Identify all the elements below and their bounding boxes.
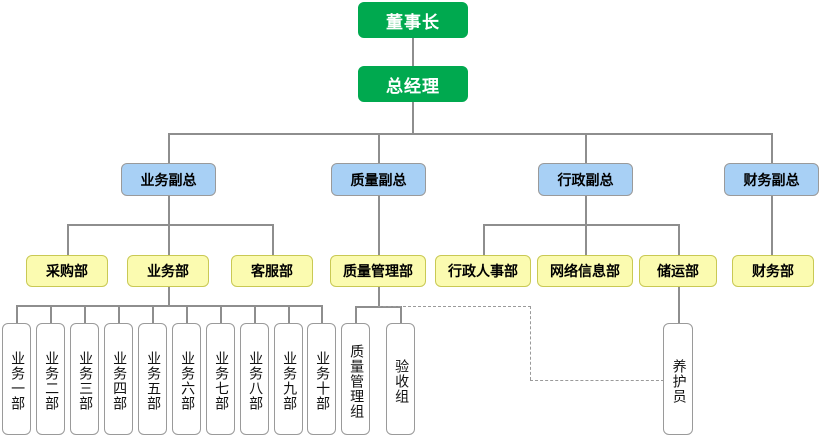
node-dept-quality-management[interactable]: 质量管理部 <box>330 255 426 287</box>
node-vp-quality[interactable]: 质量副总 <box>331 163 426 196</box>
connector-chairman-to-gm <box>412 38 414 66</box>
node-general-manager-label: 总经理 <box>386 76 440 97</box>
connector-gm-stem <box>412 102 414 134</box>
connector-team-drop-3 <box>84 305 86 323</box>
node-team-quality-group[interactable]: 质量管理组 <box>341 323 370 435</box>
node-team-business-7-label: 业务七部 <box>213 351 230 411</box>
connector-team-drop-5 <box>152 305 154 323</box>
connector-dept-quality-stem <box>378 287 380 307</box>
node-team-business-4-label: 业务四部 <box>111 351 128 411</box>
node-team-business-2[interactable]: 业务二部 <box>36 323 65 435</box>
node-team-business-5-label: 业务五部 <box>145 351 162 411</box>
connector-vp-finance-to-dept <box>771 196 773 255</box>
connector-vp-bus <box>168 133 772 135</box>
connector-to-dept-storage-transport <box>678 224 680 255</box>
connector-team-drop-2 <box>50 305 52 323</box>
connector-vp-quality-to-dept <box>378 196 380 255</box>
connector-dept-business-stem <box>168 287 170 306</box>
node-dept-network-info[interactable]: 网络信息部 <box>537 255 633 287</box>
node-dept-storage-transport[interactable]: 储运部 <box>639 255 717 287</box>
connector-team-drop-8 <box>254 305 256 323</box>
node-team-maintainer[interactable]: 养护员 <box>663 323 693 435</box>
connector-to-team-quality-group <box>355 306 357 323</box>
dashed-connector-quality-to-maintainer-bottom <box>530 380 664 381</box>
connector-dept-storage-to-maintainer <box>678 287 680 323</box>
connector-team-drop-9 <box>288 305 290 323</box>
node-dept-quality-management-label: 质量管理部 <box>343 264 413 280</box>
node-team-business-8[interactable]: 业务八部 <box>240 323 269 435</box>
node-team-business-9[interactable]: 业务九部 <box>274 323 303 435</box>
node-dept-network-info-label: 网络信息部 <box>550 264 620 280</box>
node-team-business-3-label: 业务三部 <box>77 351 94 411</box>
node-vp-admin[interactable]: 行政副总 <box>538 163 633 196</box>
node-dept-finance[interactable]: 财务部 <box>732 255 814 287</box>
connector-vp-business-stem <box>168 196 170 225</box>
node-dept-purchasing-label: 采购部 <box>46 264 88 280</box>
connector-vp-admin-stem <box>585 196 587 225</box>
node-team-business-10[interactable]: 业务十部 <box>307 323 336 435</box>
node-dept-admin-hr-label: 行政人事部 <box>448 264 518 280</box>
node-team-maintainer-label: 养护员 <box>670 358 687 404</box>
node-team-inspection-group-label: 验收组 <box>393 358 410 404</box>
node-dept-admin-hr[interactable]: 行政人事部 <box>435 255 531 287</box>
node-team-business-1-label: 业务一部 <box>9 351 26 411</box>
connector-bus-to-vp-business <box>168 133 170 163</box>
connector-admin-dept-bus <box>483 224 678 226</box>
connector-bus-to-vp-quality <box>378 133 380 163</box>
connector-bus-to-vp-finance <box>771 133 773 163</box>
node-vp-finance[interactable]: 财务副总 <box>724 163 819 196</box>
node-dept-purchasing[interactable]: 采购部 <box>26 255 108 287</box>
node-team-business-7[interactable]: 业务七部 <box>206 323 235 435</box>
node-team-business-10-label: 业务十部 <box>314 351 331 411</box>
node-vp-business-label: 业务副总 <box>140 172 197 189</box>
node-vp-quality-label: 质量副总 <box>350 172 407 189</box>
dashed-connector-quality-to-maintainer-vertical <box>530 306 531 380</box>
node-dept-business-label: 业务部 <box>147 264 189 280</box>
connector-team-drop-1 <box>16 305 18 323</box>
node-chairman[interactable]: 董事长 <box>358 2 468 38</box>
connector-team-drop-7 <box>220 305 222 323</box>
node-vp-admin-label: 行政副总 <box>557 172 614 189</box>
node-chairman-label: 董事长 <box>386 12 440 33</box>
node-dept-customer-service-label: 客服部 <box>251 264 293 280</box>
node-team-business-9-label: 业务九部 <box>281 351 298 411</box>
node-team-business-6[interactable]: 业务六部 <box>172 323 201 435</box>
node-team-business-1[interactable]: 业务一部 <box>2 323 31 435</box>
node-dept-business[interactable]: 业务部 <box>127 255 209 287</box>
node-team-business-6-label: 业务六部 <box>179 351 196 411</box>
node-team-business-8-label: 业务八部 <box>247 351 264 411</box>
connector-to-dept-business <box>168 224 170 255</box>
node-team-business-3[interactable]: 业务三部 <box>70 323 99 435</box>
connector-to-dept-purchasing <box>67 224 69 255</box>
connector-to-dept-customer-service <box>272 224 274 255</box>
connector-team-drop-10 <box>321 305 323 323</box>
connector-to-dept-network-info <box>585 224 587 255</box>
node-vp-business[interactable]: 业务副总 <box>121 163 216 196</box>
node-dept-customer-service[interactable]: 客服部 <box>231 255 313 287</box>
connector-team-drop-4 <box>118 305 120 323</box>
node-general-manager[interactable]: 总经理 <box>358 66 468 102</box>
node-vp-finance-label: 财务副总 <box>743 172 800 189</box>
connector-team-drop-6 <box>186 305 188 323</box>
connector-team-bus <box>16 305 322 307</box>
dashed-connector-quality-to-maintainer-top <box>378 306 531 307</box>
connector-to-dept-admin-hr <box>483 224 485 255</box>
node-team-business-2-label: 业务二部 <box>43 351 60 411</box>
node-team-inspection-group[interactable]: 验收组 <box>386 323 415 435</box>
connector-bus-to-vp-admin <box>585 133 587 163</box>
connector-to-team-inspection-group <box>400 306 402 323</box>
node-team-quality-group-label: 质量管理组 <box>348 343 365 419</box>
connector-business-dept-bus <box>67 224 272 226</box>
node-team-business-4[interactable]: 业务四部 <box>104 323 133 435</box>
node-team-business-5[interactable]: 业务五部 <box>138 323 167 435</box>
node-dept-storage-transport-label: 储运部 <box>657 264 699 280</box>
node-dept-finance-label: 财务部 <box>752 264 794 280</box>
